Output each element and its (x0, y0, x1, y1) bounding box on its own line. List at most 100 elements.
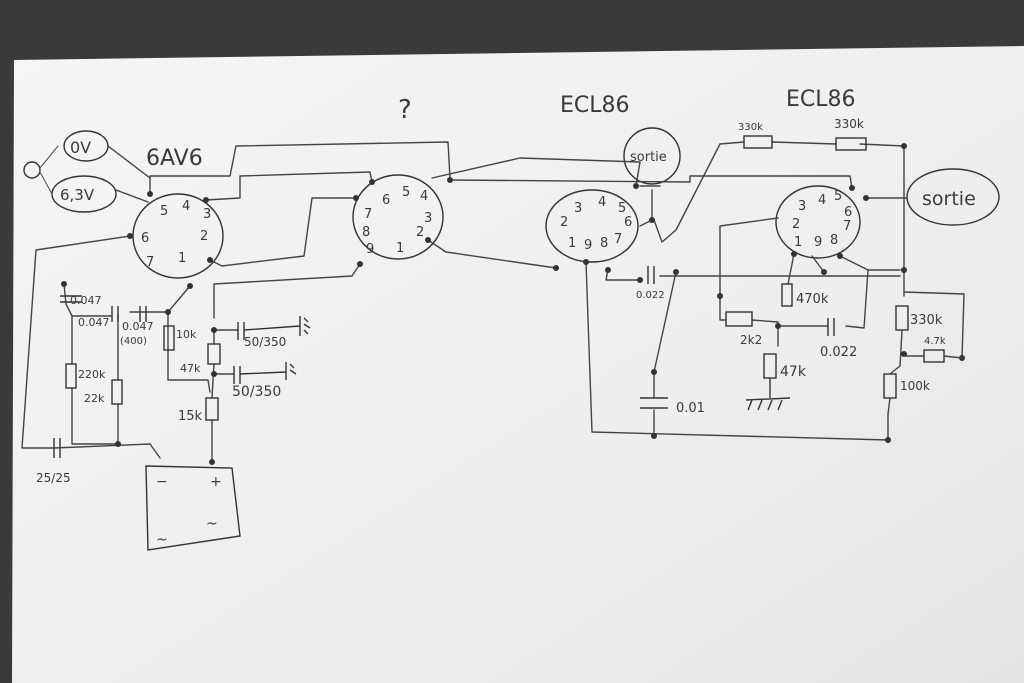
pin-ecla-3: 3 (574, 201, 582, 216)
label-r-47k-b: 47k (780, 364, 807, 380)
capacitor-50-350-a (237, 316, 311, 340)
label-r-330k-c: 330k (910, 313, 943, 328)
label-r-330k-b: 330k (834, 117, 864, 131)
pin-ecla-7: 7 (614, 232, 622, 247)
capacitor-001 (640, 397, 668, 409)
label-c-50-350-a: 50/350 (244, 335, 286, 349)
pin-ecla-1: 1 (568, 236, 576, 251)
capacitor-0047-top (60, 295, 82, 303)
ground-symbol-right (745, 378, 791, 411)
tube-socket-ecl86-b (775, 185, 861, 259)
label-c-0047-a: 0.047 (70, 294, 102, 307)
resistor-470k (781, 283, 793, 307)
pin-mid-5: 5 (402, 185, 410, 200)
output-label-left: sortie (630, 150, 667, 165)
capacitor-0047-mid (111, 306, 119, 322)
ground-symbol-small (23, 161, 41, 179)
wiring (21, 141, 965, 463)
tube-label-unknown: ? (398, 95, 412, 125)
label-c-0047-c: 0.047 (122, 320, 154, 333)
pin-mid-8: 8 (362, 225, 370, 240)
junction-dots (61, 143, 965, 465)
pin-mid-4: 4 (420, 189, 428, 204)
pin-eclb-1: 1 (794, 235, 802, 250)
pin-eclb-7: 7 (843, 219, 851, 234)
pin-mid-2: 2 (416, 225, 424, 240)
capacitor-25-25 (53, 438, 61, 458)
label-r-2k2: 2k2 (740, 333, 762, 347)
psu-ac-right: ~ (206, 516, 218, 532)
pin-ecla-9: 9 (584, 238, 592, 253)
resistor-10k (163, 325, 175, 351)
pin-6av6-6: 6 (141, 231, 149, 246)
pin-ecla-4: 4 (598, 195, 606, 210)
resistor-22k (111, 379, 123, 405)
pin-mid-3: 3 (424, 211, 432, 226)
label-c-400: (400) (120, 336, 147, 347)
pin-mid-6: 6 (382, 193, 390, 208)
pin-eclb-3: 3 (798, 199, 806, 214)
pin-6av6-5: 5 (160, 204, 168, 219)
label-c-0022-b: 0.022 (820, 345, 857, 360)
pin-eclb-4: 4 (818, 193, 826, 208)
pin-6av6-7: 7 (146, 255, 154, 270)
tube-label-ecl86-b: ECL86 (786, 87, 856, 112)
tube-socket-ecl86-a (545, 189, 639, 263)
pin-eclb-6: 6 (844, 205, 852, 220)
terminal-6v3-label: 6,3V (60, 186, 95, 204)
resistor-2k2 (725, 311, 753, 327)
pin-eclb-8: 8 (830, 233, 838, 248)
pin-mid-7: 7 (364, 207, 372, 222)
resistor-330k-top-a (743, 135, 773, 149)
label-r-220k: 220k (78, 368, 106, 381)
pin-eclb-2: 2 (792, 217, 800, 232)
label-r-330k-a: 330k (738, 122, 763, 133)
pin-ecla-6: 6 (624, 215, 632, 230)
psu-minus-label: − (156, 474, 168, 490)
resistor-330k-top-b (835, 137, 867, 151)
label-r-470k: 470k (796, 292, 829, 307)
terminal-0v-label: 0V (70, 138, 91, 157)
resistor-15k (205, 397, 219, 421)
capacitor-0022-a (647, 266, 655, 284)
output-label-right: sortie (922, 188, 976, 210)
capacitor-0022-b (827, 318, 835, 336)
tube-socket-middle (352, 174, 444, 260)
pin-6av6-1: 1 (178, 251, 186, 266)
label-c-001: 0.01 (676, 401, 705, 416)
pin-6av6-2: 2 (200, 229, 208, 244)
pin-eclb-5: 5 (834, 189, 842, 204)
output-circle-right (906, 168, 1000, 226)
resistor-47k (207, 343, 221, 365)
power-supply-box (145, 465, 241, 551)
pin-mid-1: 1 (396, 241, 404, 256)
label-r-22k: 22k (84, 392, 105, 405)
paper-sheet (12, 46, 1024, 683)
resistor-220k (65, 363, 77, 389)
capacitor-50-350-b (233, 362, 297, 384)
tube-label-ecl86-a: ECL86 (560, 93, 630, 118)
label-c-50-350-b: 50/350 (232, 384, 281, 400)
pin-6av6-4: 4 (182, 199, 190, 214)
label-c-25-25: 25/25 (36, 471, 71, 485)
pin-ecla-8: 8 (600, 236, 608, 251)
label-r-4k7: 4.7k (924, 336, 946, 347)
pin-ecla-2: 2 (560, 215, 568, 230)
label-r-100k: 100k (900, 379, 930, 393)
pin-6av6-3: 3 (203, 207, 211, 222)
label-c-0022-a: 0.022 (636, 290, 665, 301)
output-circle-left (623, 127, 681, 185)
pin-eclb-9: 9 (814, 235, 822, 250)
pin-mid-9: 9 (366, 242, 374, 257)
label-c-0047-b: 0.047 (78, 316, 110, 329)
tube-label-6av6: 6AV6 (146, 146, 203, 171)
label-r-10k: 10k (176, 328, 197, 341)
psu-plus-label: + (210, 474, 222, 490)
label-r-15k: 15k (178, 409, 203, 424)
capacitor-0047-right (139, 306, 147, 322)
label-r-47k: 47k (180, 362, 201, 375)
pin-ecla-5: 5 (618, 201, 626, 216)
resistor-330k-right (895, 305, 909, 331)
psu-ac-left: ~ (156, 532, 168, 548)
